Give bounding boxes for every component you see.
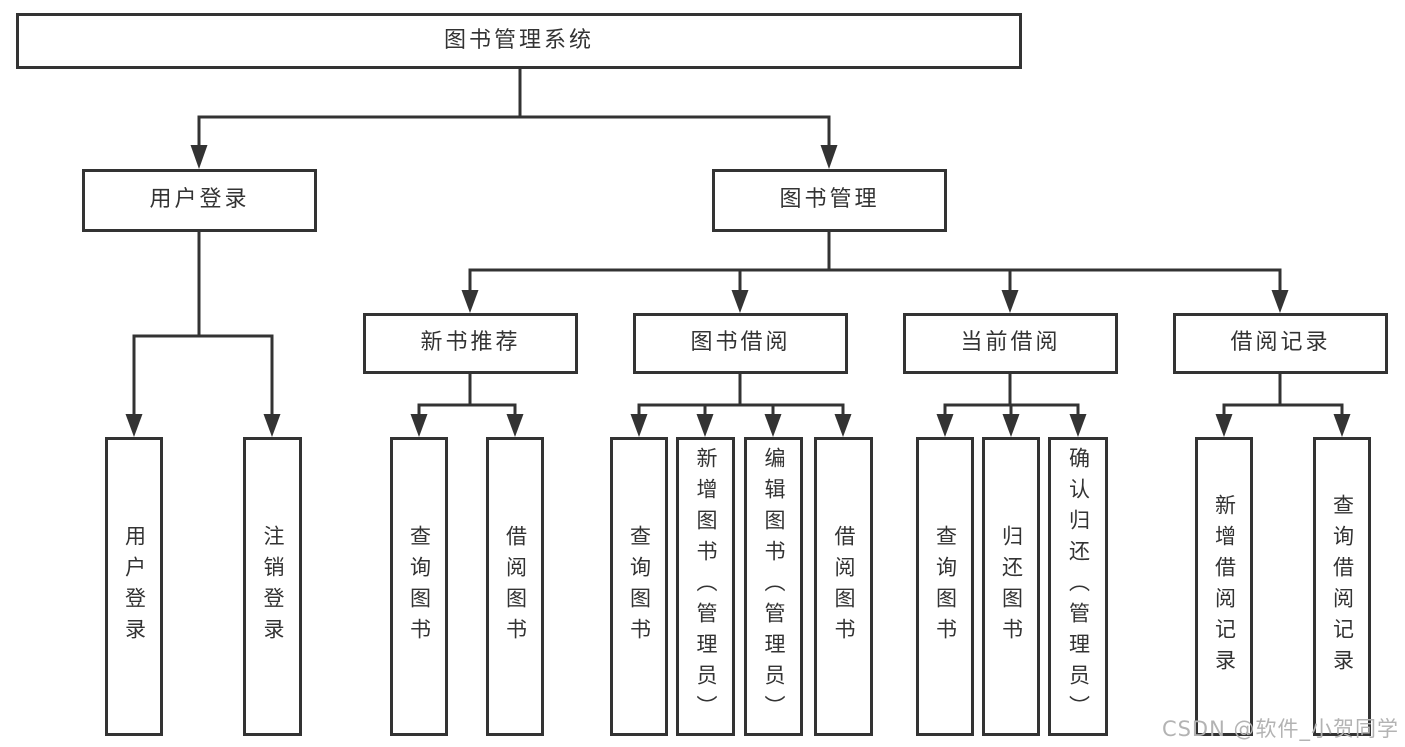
leaf-user-login: 用户登录 bbox=[105, 437, 163, 736]
connector-book-management-to-level3 bbox=[461, 230, 1289, 313]
node-label: 图书借阅 bbox=[690, 330, 791, 356]
leaf-add-books-admin: 新增图书（管理员） bbox=[676, 437, 735, 736]
csdn-watermark: CSDN @软件_小贺同学 bbox=[1161, 717, 1399, 741]
connector-book-borrowing-children bbox=[630, 372, 852, 437]
node-label: 归还图书 bbox=[999, 524, 1024, 649]
leaf-return-books: 归还图书 bbox=[982, 437, 1040, 736]
leaf-query-borrow-record: 查询借阅记录 bbox=[1313, 437, 1371, 736]
leaf-query-books-current: 查询图书 bbox=[916, 437, 974, 736]
leaf-borrow-books-borrowing: 借阅图书 bbox=[814, 437, 873, 736]
leaf-add-borrow-record: 新增借阅记录 bbox=[1195, 437, 1253, 736]
leaf-edit-books-admin: 编辑图书（管理员） bbox=[744, 437, 803, 736]
leaf-confirm-return-admin: 确认归还（管理员） bbox=[1048, 437, 1108, 736]
connector-new-book-recommend-children bbox=[410, 372, 524, 437]
node-label: 新书推荐 bbox=[420, 330, 521, 356]
node-label: 借阅记录 bbox=[1230, 330, 1331, 356]
node-new-book-recommend: 新书推荐 bbox=[363, 313, 578, 374]
node-label: 图书管理 bbox=[779, 187, 880, 213]
node-book-management: 图书管理 bbox=[712, 169, 947, 232]
node-label: 借阅图书 bbox=[832, 524, 856, 649]
node-label: 用户登录 bbox=[122, 524, 147, 649]
node-label: 编辑图书（管理员） bbox=[762, 447, 786, 726]
connector-borrowing-records-children bbox=[1215, 372, 1351, 437]
leaf-borrow-books-recommend: 借阅图书 bbox=[486, 437, 544, 736]
connector-user-login-children bbox=[125, 230, 281, 437]
leaf-logout: 注销登录 bbox=[243, 437, 302, 736]
node-label: 注销登录 bbox=[261, 524, 285, 649]
node-label: 查询图书 bbox=[933, 524, 958, 649]
node-label: 图书管理系统 bbox=[443, 27, 594, 53]
node-current-borrowing: 当前借阅 bbox=[903, 313, 1118, 374]
connector-root-to-level2 bbox=[190, 67, 838, 169]
node-label: 查询图书 bbox=[407, 524, 432, 649]
node-label: 借阅图书 bbox=[503, 524, 528, 649]
node-label: 查询借阅记录 bbox=[1330, 493, 1355, 680]
node-library-management-system: 图书管理系统 bbox=[16, 13, 1022, 69]
connector-current-borrowing-children bbox=[936, 372, 1087, 437]
node-label: 新增借阅记录 bbox=[1212, 493, 1237, 680]
leaf-query-books-borrowing: 查询图书 bbox=[610, 437, 668, 736]
node-label: 用户登录 bbox=[149, 187, 250, 213]
node-label: 查询图书 bbox=[627, 524, 652, 649]
node-user-login: 用户登录 bbox=[82, 169, 317, 232]
node-book-borrowing: 图书借阅 bbox=[633, 313, 848, 374]
node-label: 新增图书（管理员） bbox=[694, 447, 718, 726]
leaf-query-books-recommend: 查询图书 bbox=[390, 437, 448, 736]
node-borrowing-records: 借阅记录 bbox=[1173, 313, 1388, 374]
node-label: 当前借阅 bbox=[960, 330, 1061, 356]
node-label: 确认归还（管理员） bbox=[1066, 447, 1091, 726]
